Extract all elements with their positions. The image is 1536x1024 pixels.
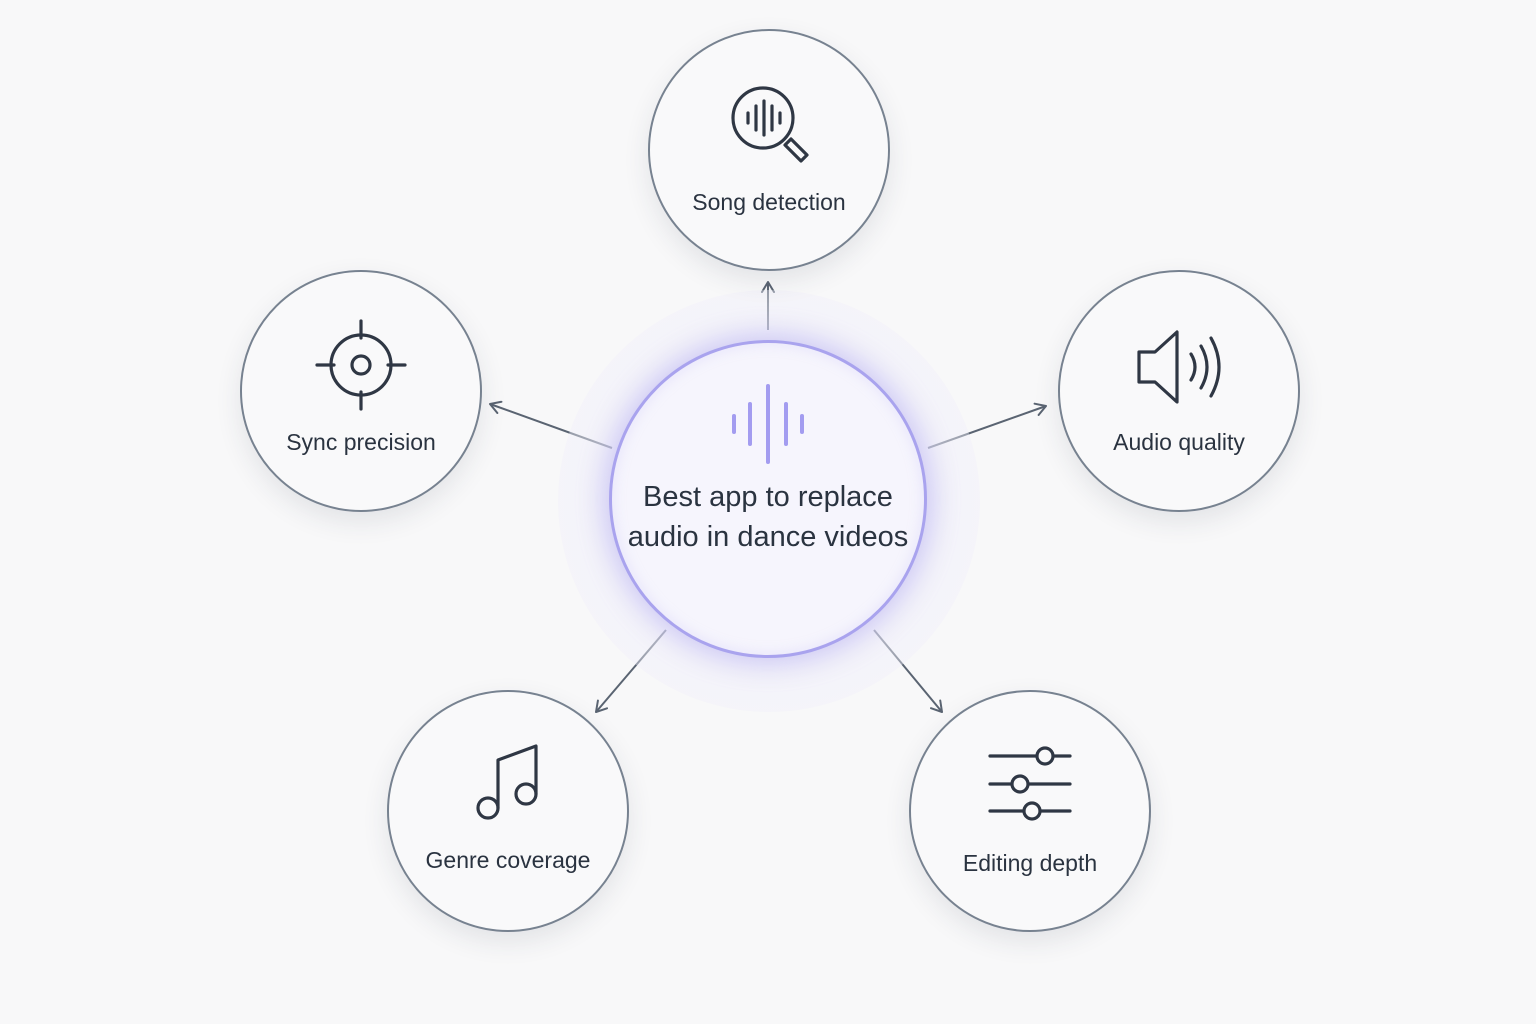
node-editing-depth: Editing depth [909,690,1151,932]
node-song-detection: Song detection [648,29,890,271]
magnifier-waveform-icon [731,86,809,163]
node-label: Audio quality [1113,429,1245,455]
node-label: Song detection [692,189,846,215]
sliders-icon [988,746,1072,821]
node-label: Editing depth [962,850,1098,876]
node-genre-coverage: Genre coverage [387,690,629,932]
hub-title: Best app to replace audio in dance video… [627,481,909,553]
music-note-icon [476,744,538,820]
node-label: Sync precision [286,429,436,455]
node-audio-quality: Audio quality [1058,270,1300,512]
speaker-icon [1137,330,1221,404]
waveform-icon [732,384,804,464]
crosshair-icon [315,319,407,411]
node-sync-precision: Sync precision [240,270,482,512]
node-label: Genre coverage [425,847,591,873]
